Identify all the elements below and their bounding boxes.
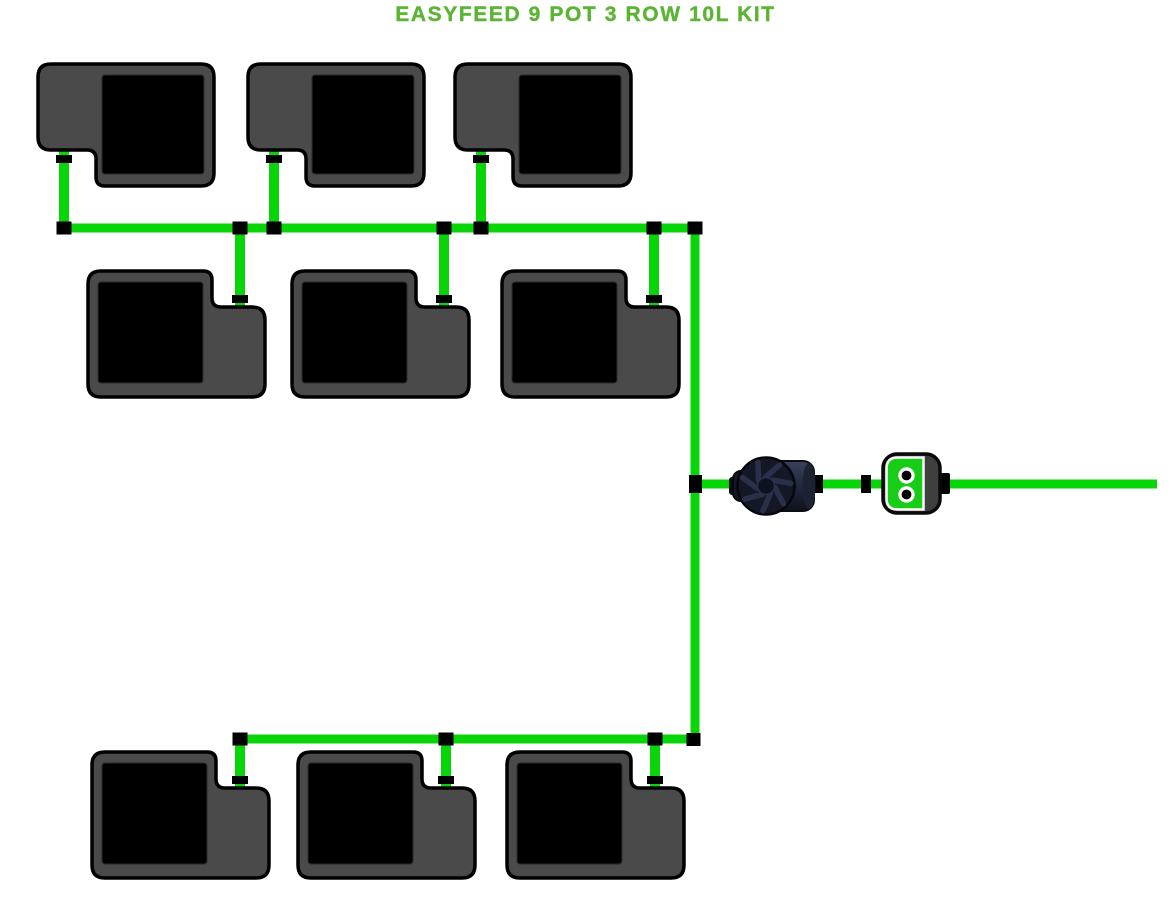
drop-tube-row-3-3 [650, 734, 660, 794]
junction-clamp-6 [646, 221, 662, 235]
riser-tube-row-2-3 [649, 223, 659, 313]
connector-port-2 [901, 489, 912, 500]
junction-clamp-2 [266, 221, 282, 235]
drop-tube-row-1-1 [59, 144, 69, 233]
pot-hole-row-2-3 [511, 281, 618, 384]
drop-tube-row-1-2 [269, 144, 279, 233]
spigot-collar-6 [646, 295, 662, 303]
diagram-title: EASYFEED 9 POT 3 ROW 10L KIT [395, 3, 776, 26]
feed-band-2 [861, 475, 871, 493]
pot-hole-row-2-1 [97, 281, 204, 384]
pot-hole-row-1-2 [311, 74, 415, 175]
junction-clamp-9 [647, 732, 663, 746]
pump-fin [769, 477, 794, 487]
spigot-collar-3 [473, 155, 489, 163]
trunk-line-bottom [235, 734, 700, 744]
riser-tube-row-2-2 [439, 223, 449, 313]
connector-port-1 [901, 470, 912, 481]
pot-hole-row-3-1 [101, 762, 208, 865]
spigot-collar-4 [232, 295, 248, 303]
junction-clamp-4 [232, 221, 248, 235]
pot-hole-row-2-2 [301, 281, 408, 384]
pump-fin [762, 462, 783, 480]
pot-hole-row-3-2 [307, 762, 414, 865]
spigot-collar-1 [56, 155, 72, 163]
trunk-line-top [60, 223, 701, 233]
spigot-collar-2 [266, 155, 282, 163]
drop-tube-row-1-3 [476, 144, 486, 233]
junction-clamp-1 [56, 221, 72, 235]
pump-fin [772, 484, 787, 507]
pot-hole-row-3-3 [516, 762, 623, 865]
pot-hole-row-1-1 [101, 74, 205, 175]
spigot-collar-5 [436, 295, 452, 303]
feed-band-1 [814, 475, 823, 493]
riser-tube-row-2-1 [235, 223, 245, 313]
easyfeed-connector [881, 452, 950, 515]
corner-clamp-1 [687, 221, 703, 235]
junction-clamp-8 [438, 732, 454, 746]
pot-hole-row-1-3 [518, 74, 622, 175]
pump-fin [739, 474, 761, 492]
spigot-collar-7 [232, 776, 248, 784]
inline-tap-pump [729, 456, 816, 516]
junction-clamp-3 [473, 221, 489, 235]
pump-hub [756, 476, 776, 496]
pump-fin [741, 491, 766, 502]
junction-clamp-7 [232, 732, 248, 746]
pump-fin [755, 459, 762, 484]
spigot-collar-9 [647, 776, 663, 784]
drop-tube-row-3-2 [441, 734, 451, 794]
tee-clamp [689, 475, 702, 493]
drop-tube-row-3-1 [235, 734, 245, 794]
pump-fin [760, 491, 774, 514]
junction-clamp-5 [436, 221, 452, 235]
corner-clamp-2 [686, 733, 701, 746]
spigot-collar-8 [438, 776, 454, 784]
pump-cylinder-cap [802, 463, 816, 509]
